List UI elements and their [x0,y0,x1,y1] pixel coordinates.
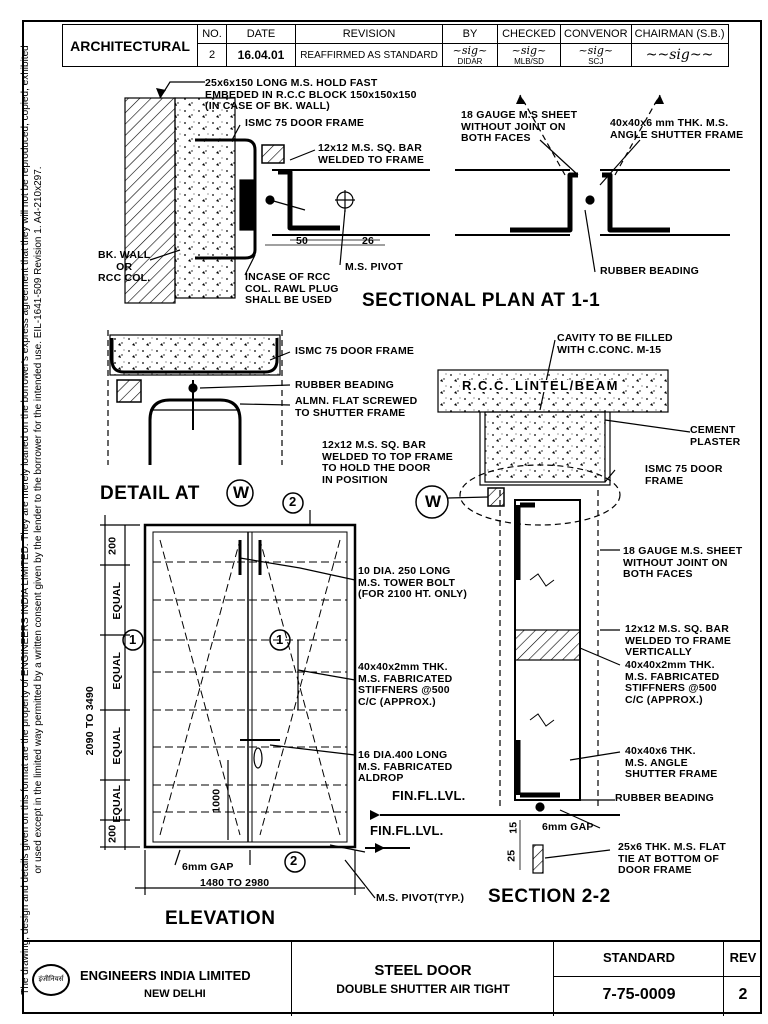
rev-date: 16.04.01 [226,43,296,67]
standard-cell: STANDARD 7-75-0009 [554,942,724,1016]
callout-w: W [425,492,442,511]
label-elev-floor: FIN.FL.LVL. [370,823,444,838]
dim-width: 1480 TO 2980 [200,877,270,889]
dim-equal-3: EQUAL [111,726,124,765]
dim-200-bottom: 200 [106,824,119,843]
title-elevation: ELEVATION [165,908,276,929]
section-mark-2-top: 2 [289,494,297,509]
dim-26: 26 [362,235,375,247]
drawing-number: 7-75-0009 [602,986,676,1003]
rev-by: ~sig~DIDAR [442,43,498,67]
label-plan-angle: 40x40x6 mm THK. M.S. ANGLE SHUTTER FRAME [610,117,744,141]
label-detail-frame: ISMC 75 DOOR FRAME [295,345,415,357]
company-city: NEW DELHI [144,988,206,1000]
label-sec-tie: 25x6 THK. M.S. FLAT TIE AT BOTTOM OF DOO… [618,841,727,876]
standard-label: STANDARD [554,942,724,977]
hdr-no: NO. [197,24,227,44]
section-mark-1-left: 1 [129,632,137,647]
company-cell: इंजीनियर्स ENGINEERS INDIA LIMITED NEW D… [22,942,292,1016]
title-detail: DETAIL AT [100,483,200,504]
rev-value: 2 [738,986,748,1003]
drawing-title-2: DOUBLE SHUTTER AIR TIGHT [336,982,510,996]
label-hold-fast: 25x6x150 LONG M.S. HOLD FAST EMBEDED IN … [205,77,417,112]
dim-equal-2: EQUAL [111,651,124,690]
rev-checked: ~sig~MLB/SD [497,43,561,67]
label-elev-stiff: 40x40x2mm THK. M.S. FABRICATED STIFFNERS… [358,661,453,708]
hdr-convenor: CONVENOR [560,24,632,44]
title-section-22: SECTION 2-2 [488,886,611,907]
drawing-title-cell: STEEL DOOR DOUBLE SHUTTER AIR TIGHT [292,942,554,1016]
label-aldrop: 16 DIA.400 LONG M.S. FABRICATED ALDROP [358,749,453,784]
title-block: इंजीनियर्स ENGINEERS INDIA LIMITED NEW D… [22,940,762,1016]
dim-equal-1: EQUAL [111,581,124,620]
section-mark-1-right: 1 [276,632,284,647]
dim-25: 25 [505,849,518,862]
label-sec-sq-bar: 12x12 M.S. SQ. BAR WELDED TO FRAME VERTI… [625,623,732,658]
rev-convenor: ~sig~SCJ [560,43,632,67]
dim-1000: 1000 [210,788,223,813]
drawing-title-1: STEEL DOOR [374,962,472,979]
brick-wall-hatch [124,97,176,304]
dim-height: 2090 TO 3490 [83,686,96,756]
label-wall: BK. WALL OR RCC COL. [98,249,151,284]
label-sec-frame: ISMC 75 DOOR FRAME [645,463,723,487]
label-sec-angle: 40x40x6 THK. M.S. ANGLE SHUTTER FRAME [625,745,718,780]
title-sectional-plan: SECTIONAL PLAN AT 1-1 [362,290,601,311]
label-sec-floor: FIN.FL.LVL. [392,788,466,803]
label-detail-beading: RUBBER BEADING [295,379,395,391]
rev-cell: REV 2 [724,942,762,1016]
label-detail-almn: ALMN. FLAT SCREWED TO SHUTTER FRAME [295,395,418,419]
label-plaster: CEMENT PLASTER [690,424,741,448]
label-sec-gap: 6mm GAP [542,821,594,833]
label-elev-pivot: M.S. PIVOT(TYP.) [376,892,465,904]
label-rawl: INCASE OF RCC COL. RAWL PLUG SHALL BE US… [245,271,339,306]
label-plan-sheet: 18 GAUGE M.S SHEET WITHOUT JOINT ON BOTH… [461,109,578,144]
label-lintel: R.C.C. LINTEL/BEAM [460,378,621,393]
discipline: ARCHITECTURAL [62,24,198,67]
revision-table: ARCHITECTURAL NO. DATE REVISION BY CHECK… [62,24,729,67]
label-detail-sq-bar: 12x12 M.S. SQ. BAR WELDED TO TOP FRAME T… [322,439,453,486]
eil-logo: इंजीनियर्स [32,964,70,996]
label-sec-sheet: 18 GAUGE M.S. SHEET WITHOUT JOINT ON BOT… [623,545,743,580]
label-sec-beading: RUBBER BEADING [615,792,715,804]
label-plan-pivot: M.S. PIVOT [345,261,404,273]
chairman-signature: ~~sig~~ [630,43,729,67]
dim-equal-4: EQUAL [111,784,124,823]
dim-15: 15 [507,821,520,834]
dim-200-top: 200 [106,536,119,555]
rev-label: REV [724,942,762,977]
rev-no: 2 [197,43,227,67]
sheet-border [22,20,762,1014]
dim-50: 50 [296,235,309,247]
section-mark-2-bottom: 2 [290,853,298,868]
company-name: ENGINEERS INDIA LIMITED [80,968,251,983]
label-cavity: CAVITY TO BE FILLED WITH C.CONC. M-15 [557,332,673,356]
label-plan-sq-bar: 12x12 M.S. SQ. BAR WELDED TO FRAME [318,142,425,166]
label-tower-bolt: 10 DIA. 250 LONG M.S. TOWER BOLT (FOR 21… [358,565,468,600]
hdr-chairman: CHAIRMAN (S.B.) [630,24,729,44]
detail-marker: W [233,483,250,502]
label-plan-frame: ISMC 75 DOOR FRAME [245,117,365,129]
label-plan-beading: RUBBER BEADING [600,265,700,277]
label-sec-stiff: 40x40x2mm THK. M.S. FABRICATED STIFFNERS… [625,659,720,706]
rcc-block [174,97,236,299]
label-elev-gap: 6mm GAP [182,861,234,873]
rev-text: REAFFIRMED AS STANDARD [295,43,443,67]
